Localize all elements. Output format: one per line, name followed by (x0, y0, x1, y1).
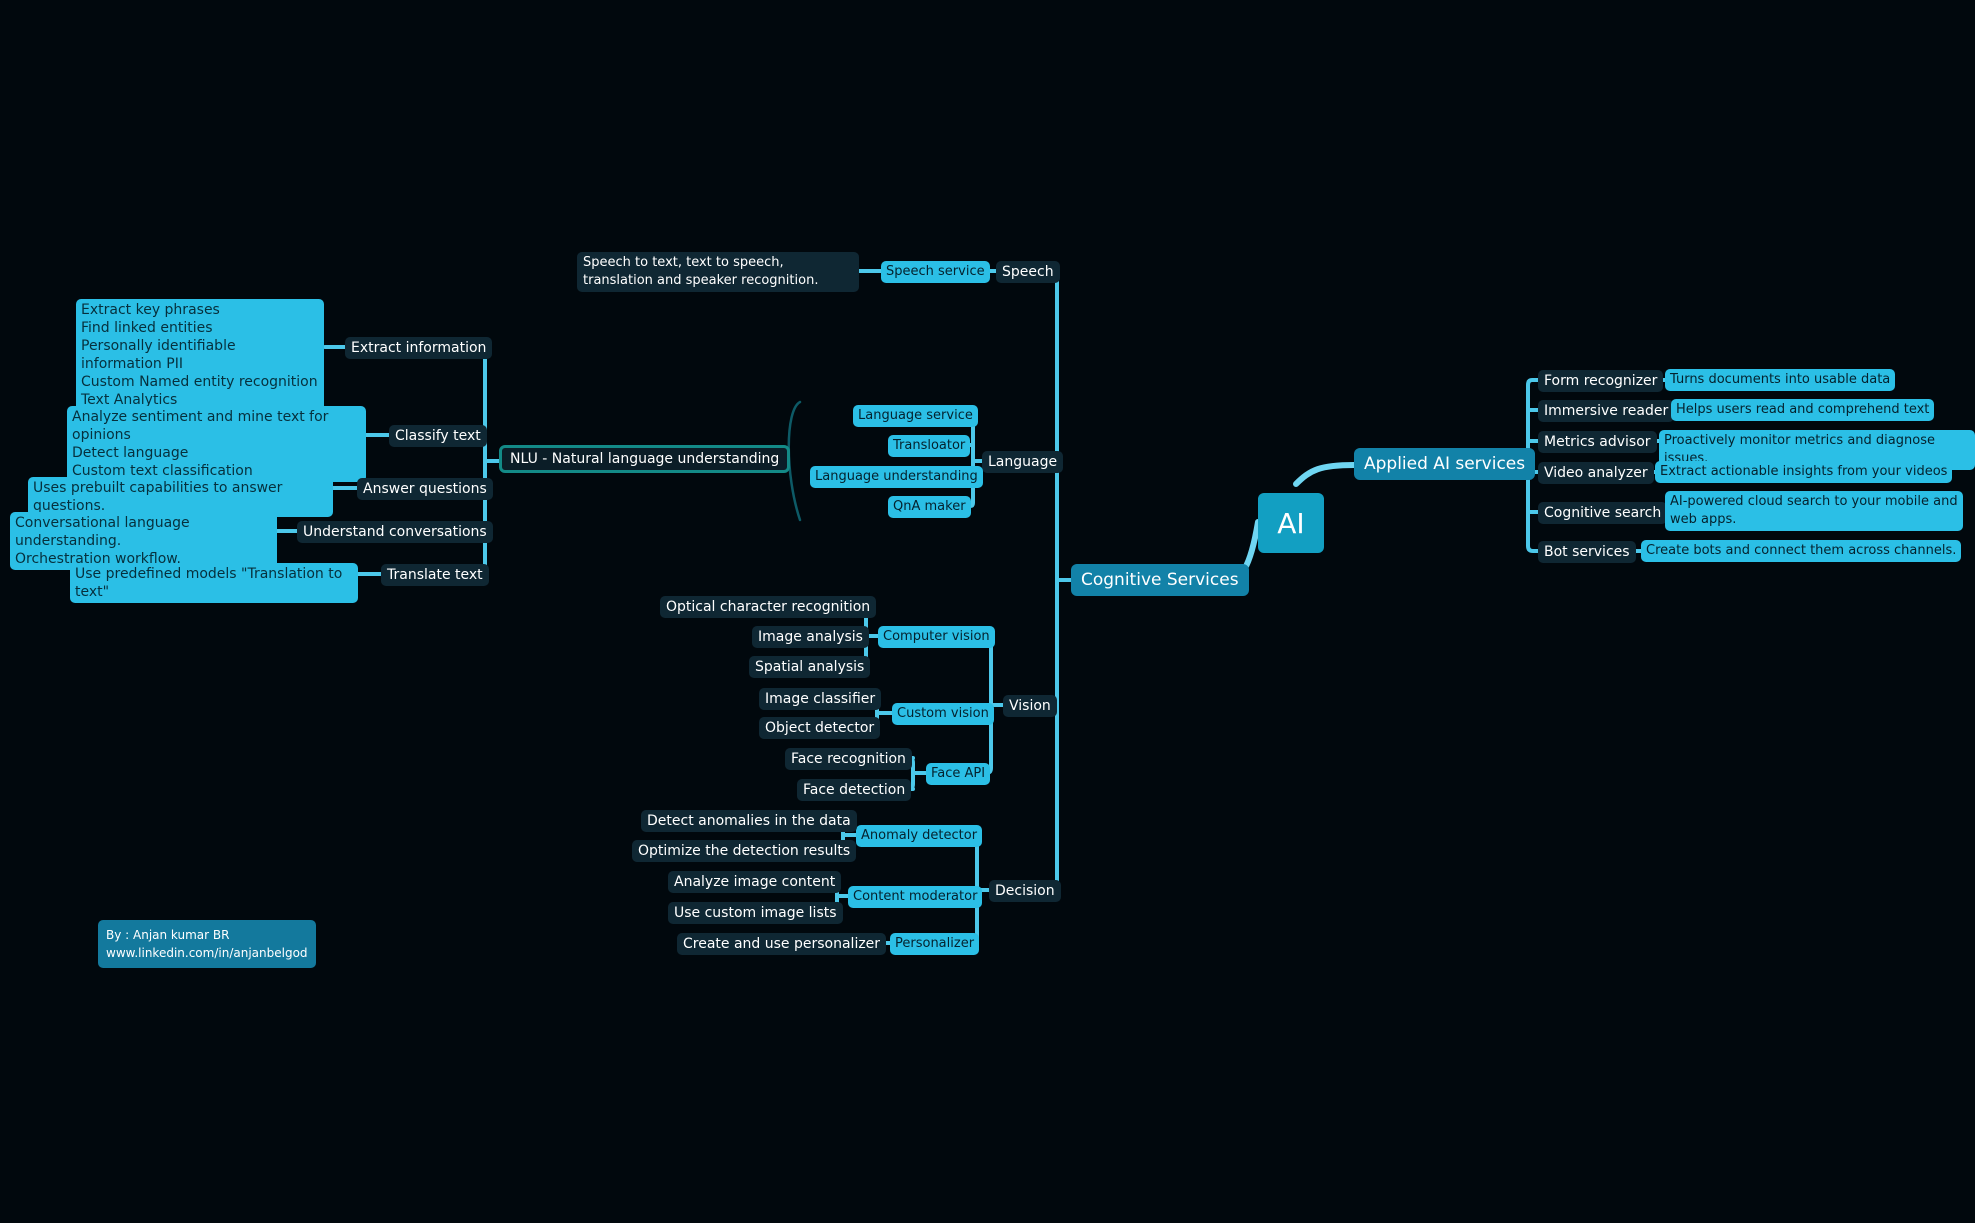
root-node-ai[interactable]: AI (1258, 493, 1324, 553)
nlu-node[interactable]: NLU - Natural language understanding (499, 445, 791, 473)
applied-desc-bot-services[interactable]: Create bots and connect them across chan… (1641, 540, 1962, 562)
applied-desc-form-recognizer[interactable]: Turns documents into usable data (1665, 369, 1896, 391)
anomaly-detector-node[interactable]: Anomaly detector (856, 825, 983, 847)
author-credit: By : Anjan kumar BR www.linkedin.com/in/… (98, 920, 316, 968)
speech-service-desc[interactable]: Speech to text, text to speech, translat… (577, 252, 859, 292)
nlu-classify-text-desc[interactable]: Analyze sentiment and mine text for opin… (67, 406, 366, 482)
cv-spatial-analysis[interactable]: Spatial analysis (749, 656, 871, 678)
applied-item-form-recognizer[interactable]: Form recognizer (1538, 370, 1664, 392)
applied-item-immersive-reader[interactable]: Immersive reader (1538, 400, 1675, 422)
custom-vision-node[interactable]: Custom vision (892, 703, 994, 725)
cv-image-analysis[interactable]: Image analysis (752, 626, 869, 648)
applied-desc-cognitive-search[interactable]: AI-powered cloud search to your mobile a… (1665, 491, 1963, 531)
face-detection[interactable]: Face detection (797, 779, 912, 801)
personalizer-node[interactable]: Personalizer (890, 933, 980, 955)
computer-vision-node[interactable]: Computer vision (878, 626, 995, 648)
translator-node[interactable]: Transloator (888, 435, 971, 457)
cognitive-services-node[interactable]: Cognitive Services (1071, 564, 1249, 596)
nlu-classify-text[interactable]: Classify text (389, 425, 487, 447)
custom-vision-object-detector[interactable]: Object detector (759, 717, 881, 739)
face-api-node[interactable]: Face API (926, 763, 991, 785)
nlu-understand-conversations[interactable]: Understand conversations (297, 521, 493, 543)
vision-node[interactable]: Vision (1003, 695, 1057, 717)
content-custom-image-lists[interactable]: Use custom image lists (668, 902, 843, 924)
nlu-translate-text-desc[interactable]: Use predefined models "Translation to te… (70, 563, 358, 603)
content-analyze-image[interactable]: Analyze image content (668, 871, 842, 893)
applied-item-video-analyzer[interactable]: Video analyzer (1538, 462, 1654, 484)
applied-desc-video-analyzer[interactable]: Extract actionable insights from your vi… (1655, 461, 1953, 483)
anomaly-optimize[interactable]: Optimize the detection results (632, 840, 857, 862)
speech-service-node[interactable]: Speech service (881, 261, 990, 283)
qna-maker-node[interactable]: QnA maker (888, 496, 971, 518)
language-node[interactable]: Language (982, 451, 1064, 473)
content-moderator-node[interactable]: Content moderator (848, 886, 983, 908)
personalizer-create[interactable]: Create and use personalizer (677, 933, 887, 955)
face-recognition[interactable]: Face recognition (785, 748, 912, 770)
anomaly-detect[interactable]: Detect anomalies in the data (641, 810, 857, 832)
nlu-understand-conversations-desc[interactable]: Conversational language understanding. O… (10, 512, 277, 570)
speech-node[interactable]: Speech (996, 261, 1060, 283)
language-understanding-node[interactable]: Language understanding (810, 466, 983, 488)
decision-node[interactable]: Decision (989, 880, 1061, 902)
cv-ocr[interactable]: Optical character recognition (660, 596, 877, 618)
nlu-translate-text[interactable]: Translate text (381, 564, 489, 586)
applied-item-metrics-advisor[interactable]: Metrics advisor (1538, 431, 1657, 453)
applied-ai-services-node[interactable]: Applied AI services (1354, 448, 1536, 480)
custom-vision-image-classifier[interactable]: Image classifier (759, 688, 882, 710)
applied-item-bot-services[interactable]: Bot services (1538, 541, 1636, 563)
nlu-extract-information[interactable]: Extract information (345, 337, 493, 359)
nlu-extract-information-desc[interactable]: Extract key phrases Find linked entities… (76, 299, 324, 411)
nlu-answer-questions[interactable]: Answer questions (357, 478, 493, 500)
applied-desc-immersive-reader[interactable]: Helps users read and comprehend text (1671, 399, 1935, 421)
language-service-node[interactable]: Language service (853, 405, 978, 427)
applied-item-cognitive-search[interactable]: Cognitive search (1538, 502, 1668, 524)
nlu-answer-questions-desc[interactable]: Uses prebuilt capabilities to answer que… (28, 477, 333, 517)
